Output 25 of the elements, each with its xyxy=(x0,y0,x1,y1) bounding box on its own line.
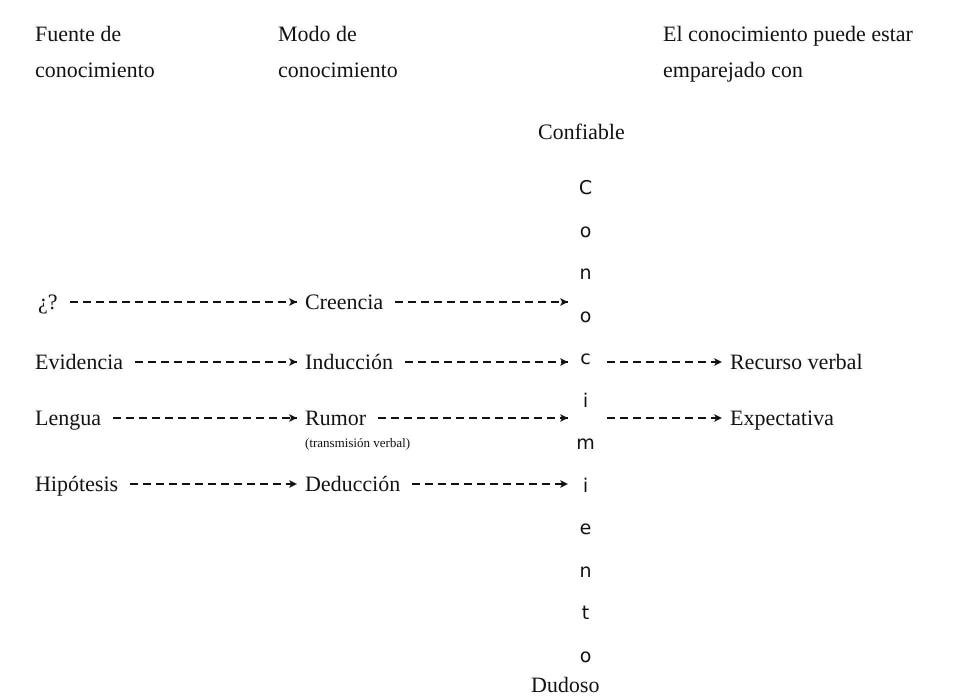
arrow xyxy=(135,358,297,366)
source-label: Evidencia xyxy=(35,347,123,377)
column-heading: Modo de conocimiento xyxy=(278,20,399,84)
arrow xyxy=(412,480,568,488)
arrow xyxy=(607,358,722,366)
source-label: ¿? xyxy=(38,287,58,317)
scale-label: Confiable xyxy=(538,118,626,146)
target-label: Expectativa xyxy=(730,403,834,433)
source-label: Lengua xyxy=(35,403,101,433)
target-label: Recurso verbal xyxy=(730,347,863,377)
mode-label: Rumor xyxy=(305,403,366,433)
arrow xyxy=(395,298,568,306)
arrow xyxy=(70,298,297,306)
arrow xyxy=(130,480,297,488)
mode-label: Inducción xyxy=(305,347,393,377)
arrow xyxy=(405,358,568,366)
column-heading: Fuente de conocimiento xyxy=(35,20,156,84)
arrow xyxy=(607,414,722,422)
arrow xyxy=(378,414,568,422)
arrow xyxy=(113,414,297,422)
note: (transmisión verbal) xyxy=(305,435,410,451)
mode-label: Deducción xyxy=(305,469,400,499)
mode-label: Creencia xyxy=(305,287,384,317)
column-heading: El conocimiento puede estar emparejado con xyxy=(663,20,914,84)
source-label: Hipótesis xyxy=(35,469,118,499)
